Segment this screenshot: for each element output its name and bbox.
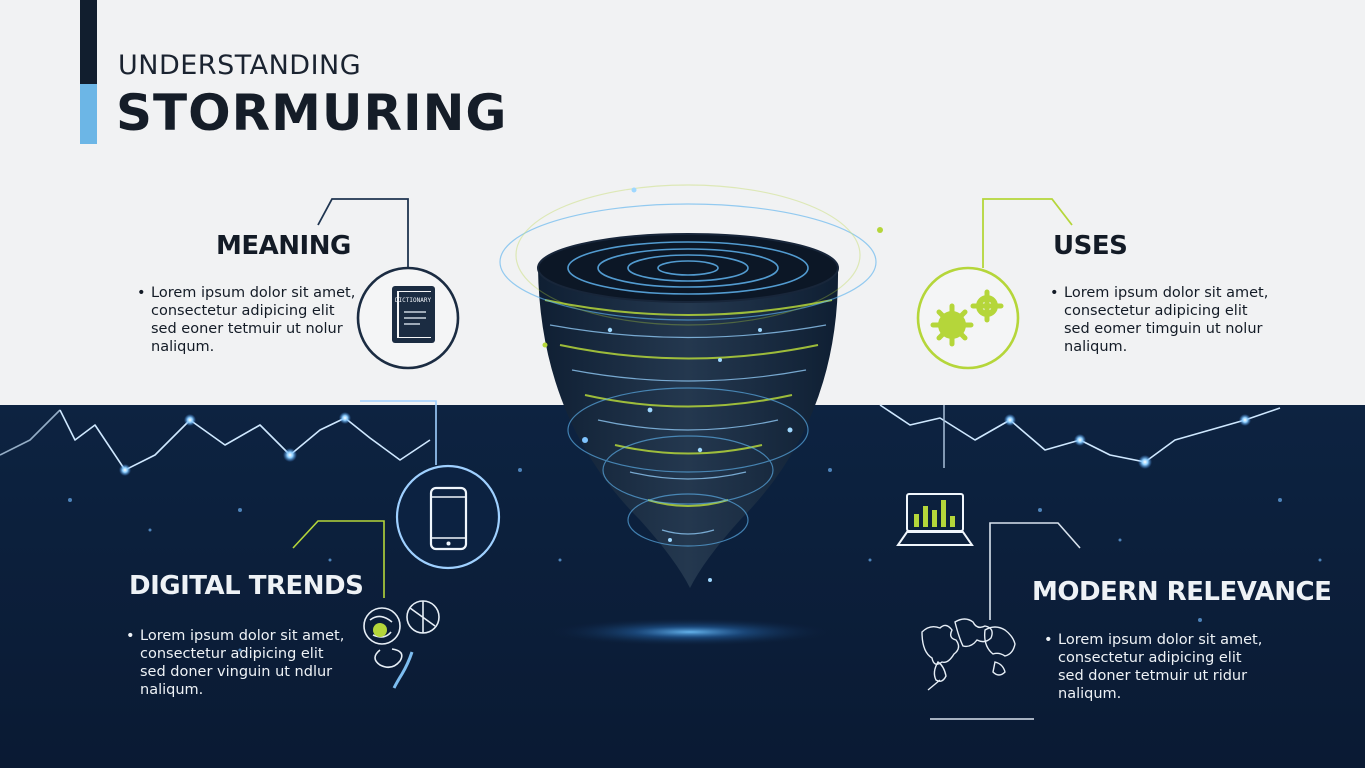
meaning-body: • Lorem ipsum dolor sit amet, consectetu… [137,284,366,356]
meaning-line-3: sed eoner tetmuir ut nolur [151,321,343,337]
connector-uses [982,198,1073,268]
book-icon-circle: DICTIONARY [356,266,460,370]
digital-trends-body: • Lorem ipsum dolor sit amet, consectetu… [126,627,355,699]
modern-relevance-line-1: Lorem ipsum dolor sit amet, [1058,632,1263,648]
uses-line-1: Lorem ipsum dolor sit amet, [1064,285,1269,301]
gears-icon-circle [916,266,1020,370]
lightning-line-left [0,409,431,471]
modern-relevance-line-4: naliqum. [1058,686,1122,702]
bullet-dot: • [126,628,135,644]
digital-trends-line-1: Lorem ipsum dolor sit amet, [140,628,345,644]
title-accent-bar [80,0,97,144]
star-dots [68,468,1322,652]
book-label: DICTIONARY [395,297,432,304]
lightning-glow-dots [119,412,1251,476]
connector-meaning [317,198,409,268]
page-title: STORMURING [116,84,508,142]
uses-body: • Lorem ipsum dolor sit amet, consectetu… [1050,284,1279,356]
digital-trends-line-4: naliqum. [140,682,204,698]
uses-line-2: consectetur adipicing elit [1064,303,1248,319]
modern-relevance-line-3: sed doner tetmuir ut ridur [1058,668,1248,684]
connector-digital [360,400,437,465]
digital-trends-line-3: sed doner vinguin ut ndlur [140,664,333,680]
uses-line-4: naliqum. [1064,339,1128,355]
modern-relevance-line-2: consectetur adipicing elit [1058,650,1242,666]
laptop-chart-icon [896,493,974,546]
uses-line-3: sed eomer timguin ut nolur [1064,321,1263,337]
bullet-dot: • [1050,285,1059,301]
modern-relevance-body: • Lorem ipsum dolor sit amet, consectetu… [1044,631,1273,703]
world-map-icon [921,618,1016,691]
connector-digital-lime [292,520,385,598]
meaning-line-2: consectetur adipicing elit [151,303,335,319]
title-kicker: UNDERSTANDING [118,50,362,81]
modern-relevance-heading: MODERN RELEVANCE [1032,577,1332,607]
meaning-line-1: Lorem ipsum dolor sit amet, [151,285,356,301]
digital-trends-heading: DIGITAL TRENDS [129,571,364,601]
smartphone-icon-circle [395,464,501,570]
bullet-dot: • [137,285,146,301]
floor-glow [550,618,830,646]
meaning-line-4: naliqum. [151,339,215,355]
globe-gears-icon [363,600,440,689]
connector-modern [930,522,1081,720]
uses-heading: USES [1053,231,1128,261]
meaning-heading: MEANING [216,231,351,261]
digital-trends-line-2: consectetur adipicing elit [140,646,324,662]
tornado-funnel [499,184,883,588]
bullet-dot: • [1044,632,1053,648]
